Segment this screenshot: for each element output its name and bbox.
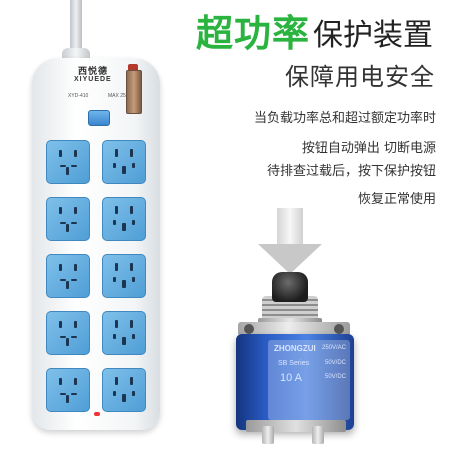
down-arrow-icon <box>258 244 322 274</box>
outlet-socket <box>102 311 146 355</box>
breaker-spec-3: 50V/DC <box>325 374 347 380</box>
strip-model: XYD-410 <box>68 93 89 99</box>
outlet-socket <box>46 197 90 241</box>
breaker-spec-2: 50V/DC <box>325 360 347 366</box>
description-line-4: 恢复正常使用 <box>357 192 436 207</box>
mount-hole-right <box>334 324 344 334</box>
breaker-mount-plate <box>238 322 350 336</box>
breaker-reset-button[interactable] <box>272 272 308 302</box>
strip-breaker-cap <box>128 64 138 72</box>
breaker-spec-1: 250V/AC <box>322 345 347 351</box>
outlet-socket <box>46 140 90 184</box>
power-cord <box>70 0 82 60</box>
strip-brand-cn: 西悦德 <box>78 67 109 77</box>
breaker-model-text: ZHONGZUI <box>274 344 316 353</box>
strip-rating: MAX 2500W <box>108 93 137 99</box>
indicator-led <box>94 412 100 416</box>
outlet-socket <box>102 140 146 184</box>
headline-highlight: 超功率 <box>196 12 310 55</box>
outlet-socket <box>102 254 146 298</box>
outlet-socket <box>102 197 146 241</box>
down-arrow-shaft <box>277 208 303 246</box>
breaker-label <box>268 340 350 420</box>
outlet-socket <box>46 311 90 355</box>
strip-overload-breaker <box>126 70 142 114</box>
breaker-series: SB Series <box>278 360 310 367</box>
strip-power-switch[interactable] <box>88 110 110 126</box>
strip-brand-en: XIYUEDE <box>74 76 112 83</box>
breaker-terminal-left <box>262 426 274 444</box>
description-line-2: 按钮自动弹出 切断电源 <box>301 141 436 156</box>
headline-subtitle: 保障用电安全 <box>285 63 435 91</box>
outlet-socket <box>102 368 146 412</box>
breaker-bottom-plate <box>246 420 346 432</box>
description-line-1: 当负载功率总和超过额定功率时 <box>253 111 436 126</box>
breaker-current: 10 A <box>280 372 303 384</box>
mount-hole-left <box>244 324 254 334</box>
description-line-3: 待排查过载后，按下保护按钮 <box>266 164 436 179</box>
outlet-socket <box>46 368 90 412</box>
breaker-body <box>236 334 354 430</box>
breaker-terminal-right <box>312 426 324 444</box>
headline-rest: 保护装置 <box>313 18 433 53</box>
outlet-socket <box>46 254 90 298</box>
